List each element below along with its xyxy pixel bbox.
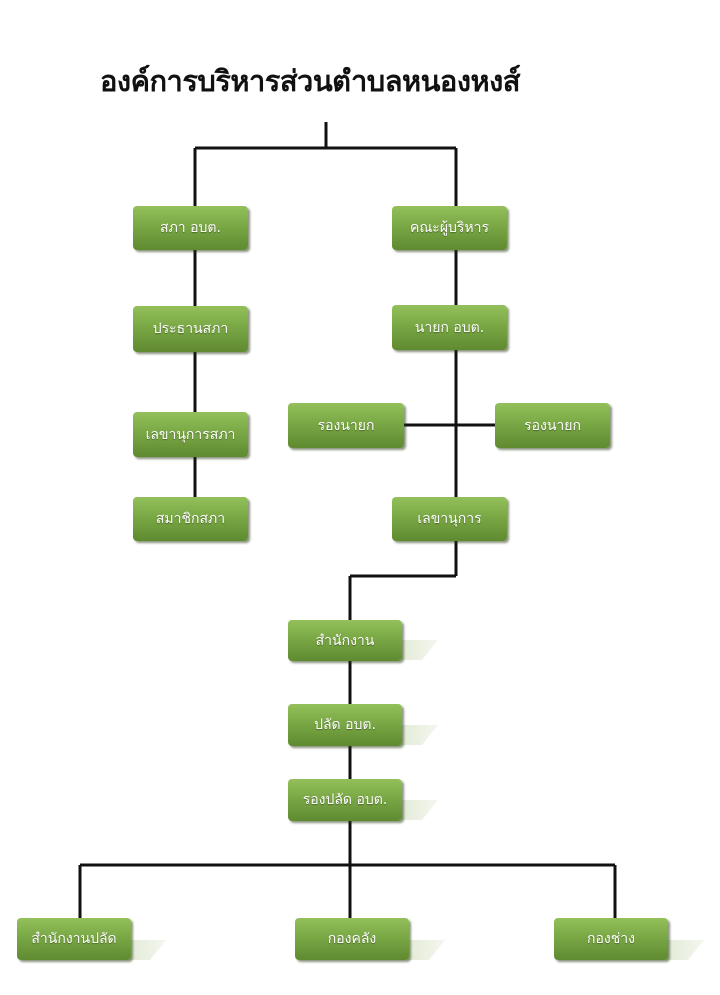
finance-box: กองคลัง <box>295 918 409 960</box>
office-box: สำนักงาน <box>288 620 402 661</box>
council-label: สภา อบต. <box>160 220 221 236</box>
clerk-office-box: สำนักงานปลัด <box>17 918 131 960</box>
council-member-box: สมาชิกสภา <box>133 497 248 541</box>
council-member-label: สมาชิกสภา <box>155 511 226 527</box>
finance-label: กองคลัง <box>327 931 377 947</box>
office-label: สำนักงาน <box>315 632 375 649</box>
secretary-label: เลขานุการ <box>417 511 482 527</box>
clerk-label: ปลัด อบต. <box>314 717 376 733</box>
deputy-mayor-right-box: รองนายก <box>495 403 610 448</box>
mayor-box: นายก อบต. <box>392 305 507 350</box>
council-secretary-box: เลขานุการสภา <box>133 412 248 457</box>
chart-title: องค์การบริหารส่วนตำบลหนองหงส์ <box>100 64 520 98</box>
executive-committee-box: คณะผู้บริหาร <box>392 206 507 250</box>
clerk-box: ปลัด อบต. <box>288 704 402 746</box>
deputy-mayor-right-label: รองนายก <box>524 417 581 434</box>
engineering-box: กองช่าง <box>554 918 668 960</box>
mayor-label: นายก อบต. <box>414 319 485 336</box>
chairman-box: ประธานสภา <box>133 306 248 352</box>
engineering-label: กองช่าง <box>587 931 635 947</box>
executive-committee-label: คณะผู้บริหาร <box>409 220 490 236</box>
secretary-box: เลขานุการ <box>392 497 507 541</box>
deputy-mayor-left-label: รองนายก <box>317 417 375 434</box>
deputy-clerk-box: รองปลัด อบต. <box>288 779 402 821</box>
council-box: สภา อบต. <box>133 206 248 250</box>
chairman-label: ประธานสภา <box>152 321 229 337</box>
deputy-mayor-left-box: รองนายก <box>288 403 404 448</box>
clerk-office-label: สำนักงานปลัด <box>31 931 117 947</box>
deputy-clerk-label: รองปลัด อบต. <box>302 792 388 808</box>
council-secretary-label: เลขานุการสภา <box>145 426 236 443</box>
